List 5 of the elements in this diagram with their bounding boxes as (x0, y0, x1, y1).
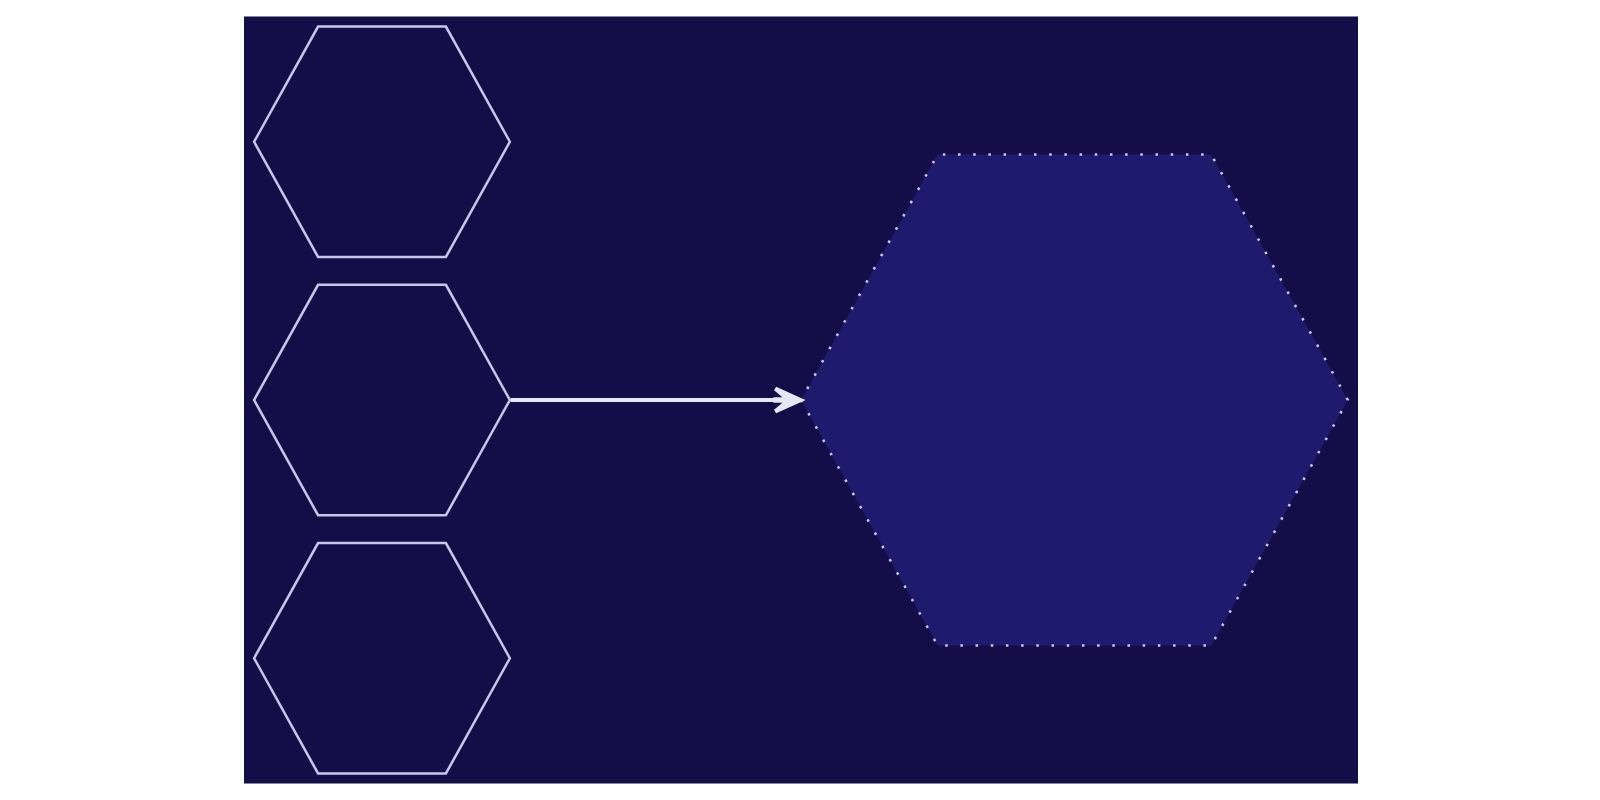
arrow (509, 386, 802, 414)
node-hexagon (251, 541, 511, 775)
node-hexagon (798, 153, 1349, 647)
node-hexagon (251, 25, 511, 259)
node-hexagon (251, 283, 511, 517)
